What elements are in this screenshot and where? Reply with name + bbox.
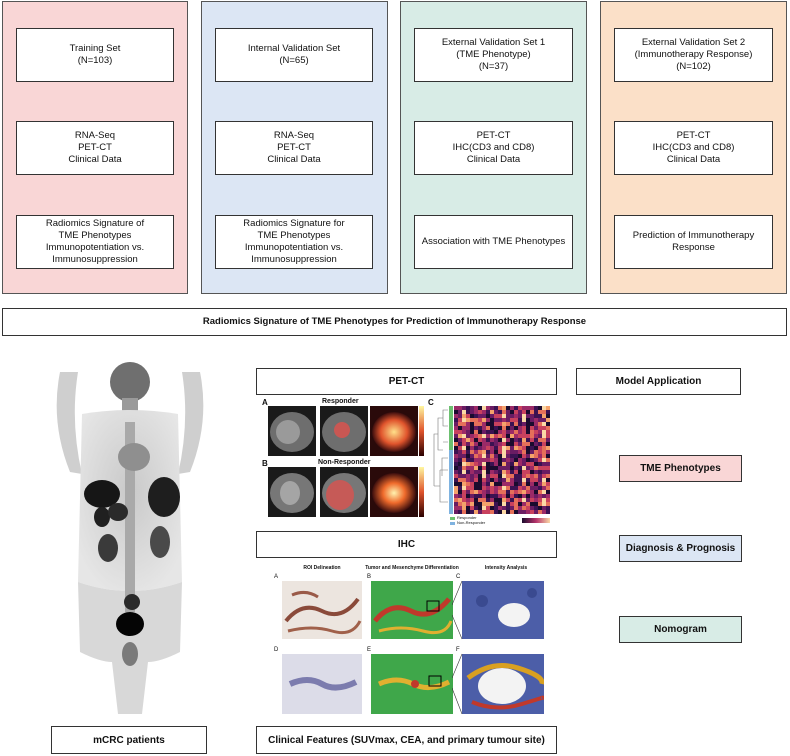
external2-data-box: PET-CT IHC(CD3 and CD8) Clinical Data <box>614 121 773 175</box>
petct-non-responder-label: Non-Responder <box>318 459 371 466</box>
ihc-panel-d-label: D <box>274 647 279 653</box>
ct-responder-roi-image <box>320 406 368 456</box>
petct-responder-label: Responder <box>322 398 359 405</box>
ihc-tumor-label: Tumor and Mesenchyme Differentiation <box>365 565 459 571</box>
ihc-intensity-image-top <box>462 581 544 639</box>
ihc-tumor-image-top <box>371 581 453 639</box>
diagnosis-prognosis-tag: Diagnosis & Prognosis <box>619 535 742 562</box>
heatmap-image <box>454 406 550 514</box>
ihc-panel-f-label: F <box>456 647 460 653</box>
ct-non-responder-image <box>268 467 316 517</box>
pet-non-responder-image <box>370 467 418 517</box>
ihc-panel-e-label: E <box>367 647 372 653</box>
ihc-intensity-image-bottom <box>462 654 544 714</box>
petct-panel-a-label: A <box>262 398 268 407</box>
heatmap-legend-responder: Responder <box>457 515 477 520</box>
ihc-roi-label: ROI Delineation <box>303 565 341 571</box>
pet-responder-image <box>370 406 418 456</box>
pet-mip-image <box>56 362 204 714</box>
heatmap-legend-non-responder: Non-Responder <box>457 520 486 525</box>
heatmap-legend-non-responder-swatch <box>450 522 455 525</box>
ihc-panel-c-label: C <box>456 574 461 580</box>
external-validation-2-box: External Validation Set 2 (Immunotherapy… <box>614 28 773 82</box>
colorbar-non-responder <box>419 467 424 517</box>
colorbar-responder <box>419 406 424 456</box>
model-application-title: Model Application <box>576 368 741 395</box>
mcrc-patients-label: mCRC patients <box>51 726 207 754</box>
internal-validation-box: Internal Validation Set (N=65) <box>215 28 373 82</box>
group-sidebar <box>449 406 453 514</box>
petct-panel-c-label: C <box>428 398 434 407</box>
ihc-zoom-lines <box>452 581 463 714</box>
ihc-roi-image-top <box>282 581 362 639</box>
tme-phenotypes-tag: TME Phenotypes <box>619 455 742 482</box>
study-banner: Radiomics Signature of TME Phenotypes fo… <box>2 308 787 336</box>
dendrogram <box>433 409 448 503</box>
external-validation-1-box: External Validation Set 1 (TME Phenotype… <box>414 28 573 82</box>
external1-outcome-box: Association with TME Phenotypes <box>414 215 573 269</box>
internal-data-box: RNA-Seq PET-CT Clinical Data <box>215 121 373 175</box>
ihc-tumor-image-bottom <box>371 654 453 714</box>
training-set-box: Training Set (N=103) <box>16 28 174 82</box>
training-data-box: RNA-Seq PET-CT Clinical Data <box>16 121 174 175</box>
ihc-title: IHC <box>256 531 557 558</box>
external2-outcome-box: Prediction of Immunotherapy Response <box>614 215 773 269</box>
ct-responder-image <box>268 406 316 456</box>
external1-data-box: PET-CT IHC(CD3 and CD8) Clinical Data <box>414 121 573 175</box>
ct-non-responder-roi-image <box>320 467 368 517</box>
ihc-panel-b-label: B <box>367 574 372 580</box>
training-outcome-box: Radiomics Signature of TME Phenotypes Im… <box>16 215 174 269</box>
internal-outcome-box: Radiomics Signature for TME Phenotypes I… <box>215 215 373 269</box>
ihc-roi-image-bottom <box>282 654 362 714</box>
petct-panel-b-label: B <box>262 459 268 468</box>
heatmap-colorbar <box>522 518 550 523</box>
ihc-panel-a-label: A <box>274 574 279 580</box>
nomogram-tag: Nomogram <box>619 616 742 643</box>
petct-title: PET-CT <box>256 368 557 395</box>
clinical-features-label: Clinical Features (SUVmax, CEA, and prim… <box>256 726 557 754</box>
ihc-intensity-label: Intensity Analysis <box>484 565 528 571</box>
heatmap-legend-responder-swatch <box>450 517 455 520</box>
